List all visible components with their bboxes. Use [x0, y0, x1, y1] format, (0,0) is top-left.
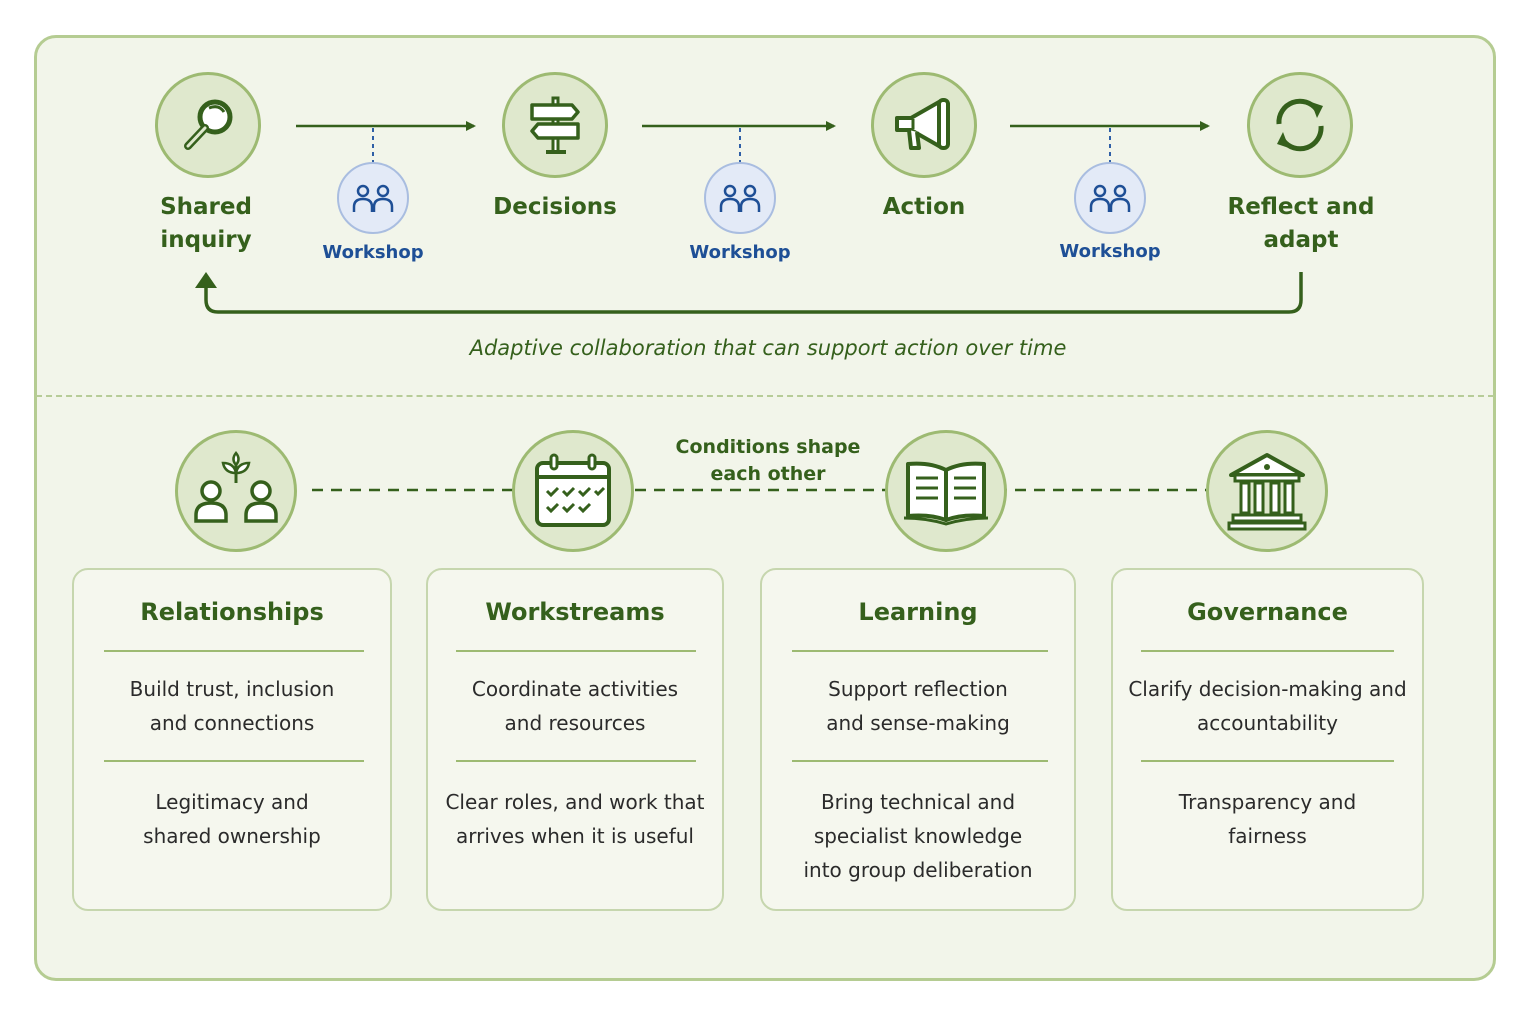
card-divider [456, 760, 696, 762]
stage-label-action: Action [882, 194, 966, 220]
stage-circle-decisions [502, 72, 608, 178]
stage-label-shared-inquiry: Shared inquiry [160, 194, 252, 253]
people-icon [352, 184, 394, 212]
card-secondary-text: Clear roles, and work that arrives when … [445, 790, 705, 848]
card-divider [1141, 760, 1394, 762]
megaphone-icon [895, 98, 950, 150]
card-primary-text: Build trust, inclusion and connections [129, 677, 335, 735]
stage-label-decisions: Decisions [493, 194, 617, 220]
condition-circle-learning [885, 430, 1007, 552]
card-governance: Governance Clarify decision-making and a… [1111, 568, 1424, 911]
people-plant-icon [194, 451, 278, 523]
card-workstreams: Workstreams Coordinate activities and re… [426, 568, 724, 911]
card-primary-text: Coordinate activities and resources [471, 677, 679, 735]
section-divider [36, 395, 1494, 397]
card-secondary-text: Legitimacy and shared ownership [143, 790, 321, 848]
magnifier-icon [184, 99, 233, 150]
condition-circle-workstreams [512, 430, 634, 552]
stage-circle-shared-inquiry [155, 72, 261, 178]
workshop-circle-1 [337, 162, 409, 234]
conditions-connector-label: Conditions shape each other [675, 436, 861, 485]
workshop-label-2: Workshop [689, 242, 791, 263]
institution-icon [1227, 453, 1307, 531]
signpost-icon [530, 96, 580, 154]
card-learning: Learning Support reflection and sense-ma… [760, 568, 1076, 911]
card-divider [1141, 650, 1394, 652]
card-relationships: Relationships Build trust, inclusion and… [72, 568, 392, 911]
condition-circle-relationships [175, 430, 297, 552]
card-divider [104, 760, 364, 762]
workshop-circle-2 [704, 162, 776, 234]
stage-circle-action [871, 72, 977, 178]
card-secondary-text: Transparency and fairness [1178, 790, 1357, 848]
card-title: Governance [1187, 598, 1348, 626]
card-title: Relationships [140, 598, 324, 626]
feedback-loop-arrow [204, 272, 1303, 314]
card-title: Workstreams [485, 598, 665, 626]
workshop-circle-3 [1074, 162, 1146, 234]
card-divider [792, 760, 1048, 762]
loop-caption: Adaptive collaboration that can support … [469, 336, 1067, 360]
card-divider [456, 650, 696, 652]
workshop-label-1: Workshop [322, 242, 424, 263]
card-secondary-text: Bring technical and specialist knowledge… [803, 790, 1033, 882]
people-icon [1089, 184, 1131, 212]
stage-label-reflect-adapt: Reflect and adapt [1227, 194, 1375, 253]
stage-circle-reflect-adapt [1247, 72, 1353, 178]
card-divider [792, 650, 1048, 652]
card-primary-text: Clarify decision-making and accountabili… [1128, 677, 1407, 735]
card-title: Learning [858, 598, 978, 626]
open-book-icon [903, 461, 989, 526]
workshop-label-3: Workshop [1059, 241, 1161, 262]
card-divider [104, 650, 364, 652]
refresh-cycle-icon [1276, 98, 1324, 152]
card-primary-text: Support reflection and sense-making [826, 677, 1010, 735]
condition-circle-governance [1206, 430, 1328, 552]
people-icon [719, 184, 761, 212]
calendar-check-icon [535, 453, 611, 527]
